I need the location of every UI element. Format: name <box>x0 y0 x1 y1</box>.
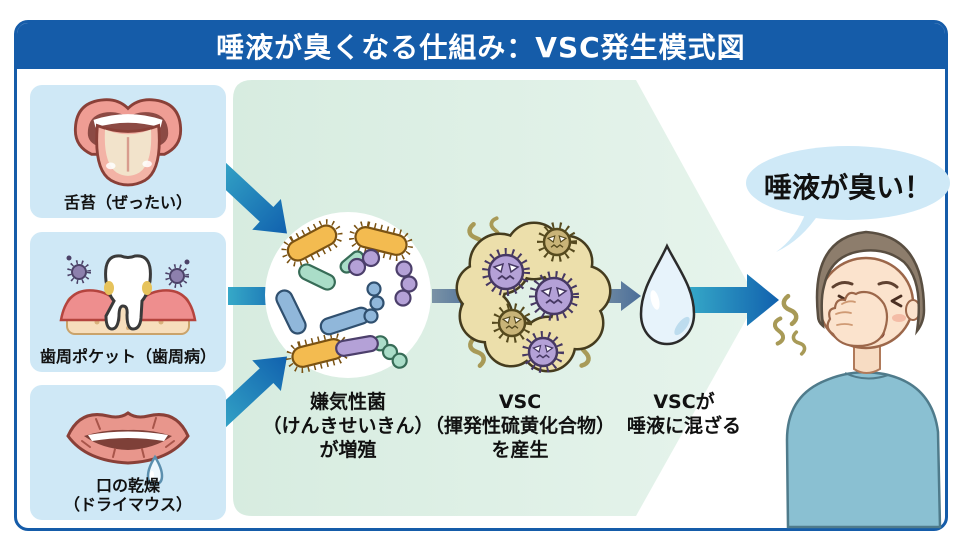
neck <box>853 344 881 374</box>
arrow-droplet-to-person <box>687 274 779 326</box>
bacterium-blue-cocci-chain-icon <box>363 281 385 324</box>
cause-card-tongue: 舌苔（ぜったい） <box>30 85 226 218</box>
tooth-periodontal-icon <box>59 254 197 335</box>
bacterium-blue-rod-icon <box>275 289 307 335</box>
bacterium-purple-cocci-icon <box>347 248 381 277</box>
virus-icon <box>537 222 577 262</box>
arrow-vsc-to-droplet <box>593 281 641 311</box>
worried-eyebrows <box>831 281 899 289</box>
label-line: （けんきせいきん） <box>262 415 434 437</box>
stink-lines-icon <box>772 293 807 356</box>
germ-icon <box>66 255 91 284</box>
cause-label-dry-mouth-line2: （ドライマウス） <box>63 495 192 514</box>
label-line: VSCが <box>653 391 715 413</box>
label-vsc-mixes-into-saliva: VSCが 唾液に混ざる <box>592 390 776 438</box>
bacterium-teal-rod-icon <box>298 263 336 291</box>
speech-bubble-shape <box>746 146 950 252</box>
saliva-droplet-icon <box>639 243 696 346</box>
label-line: （揮発性硫黄化合物） <box>424 415 615 437</box>
shirt <box>785 370 942 529</box>
label-line: 嫌気性菌 <box>309 391 386 413</box>
cause-card-periodontal: 歯周ポケット（歯周病） <box>30 232 226 372</box>
virus-icon <box>482 248 530 296</box>
dry-mouth-icon <box>66 411 190 486</box>
cause-card-dry-mouth: 口の乾燥 （ドライマウス） <box>30 385 226 520</box>
label-line: VSC <box>498 391 542 413</box>
label-vsc-production: VSC （揮発性硫黄化合物） を産生 <box>418 390 622 462</box>
cause-label-tongue: 舌苔（ぜったい） <box>63 193 192 212</box>
hair <box>815 230 926 336</box>
virus-icon <box>492 303 532 343</box>
page-title: 唾液が臭くなる仕組み：VSC発生模式図 <box>216 31 746 64</box>
person-smelling-illustration <box>772 230 942 529</box>
label-line: を産生 <box>491 439 549 461</box>
virus-icon <box>522 331 564 373</box>
cause-label-dry-mouth-line1: 口の乾燥 <box>95 476 160 495</box>
vsc-cloud-illustration <box>455 221 612 373</box>
virus-icon <box>529 271 579 321</box>
label-anaerobic-bacteria-growth: 嫌気性菌 （けんきせいきん） が増殖 <box>246 390 450 462</box>
speech-bubble-text: 唾液が臭い！ <box>763 171 932 204</box>
anaerobic-bacteria-illustration <box>265 212 431 378</box>
bacterium-purple-rod-icon <box>335 335 379 357</box>
cause-label-periodontal: 歯周ポケット（歯周病） <box>39 347 216 366</box>
title-bar: 唾液が臭くなる仕組み：VSC発生模式図 <box>17 23 945 69</box>
label-line: 唾液に混ざる <box>626 415 741 437</box>
label-line: が増殖 <box>319 439 377 461</box>
bacterium-orange-rod-icon <box>281 219 343 267</box>
germ-icon <box>165 259 190 288</box>
bacterium-purple-cocci-chain-icon <box>394 260 418 307</box>
hand-pinching-nose <box>826 290 889 348</box>
tongue-icon <box>73 98 183 187</box>
